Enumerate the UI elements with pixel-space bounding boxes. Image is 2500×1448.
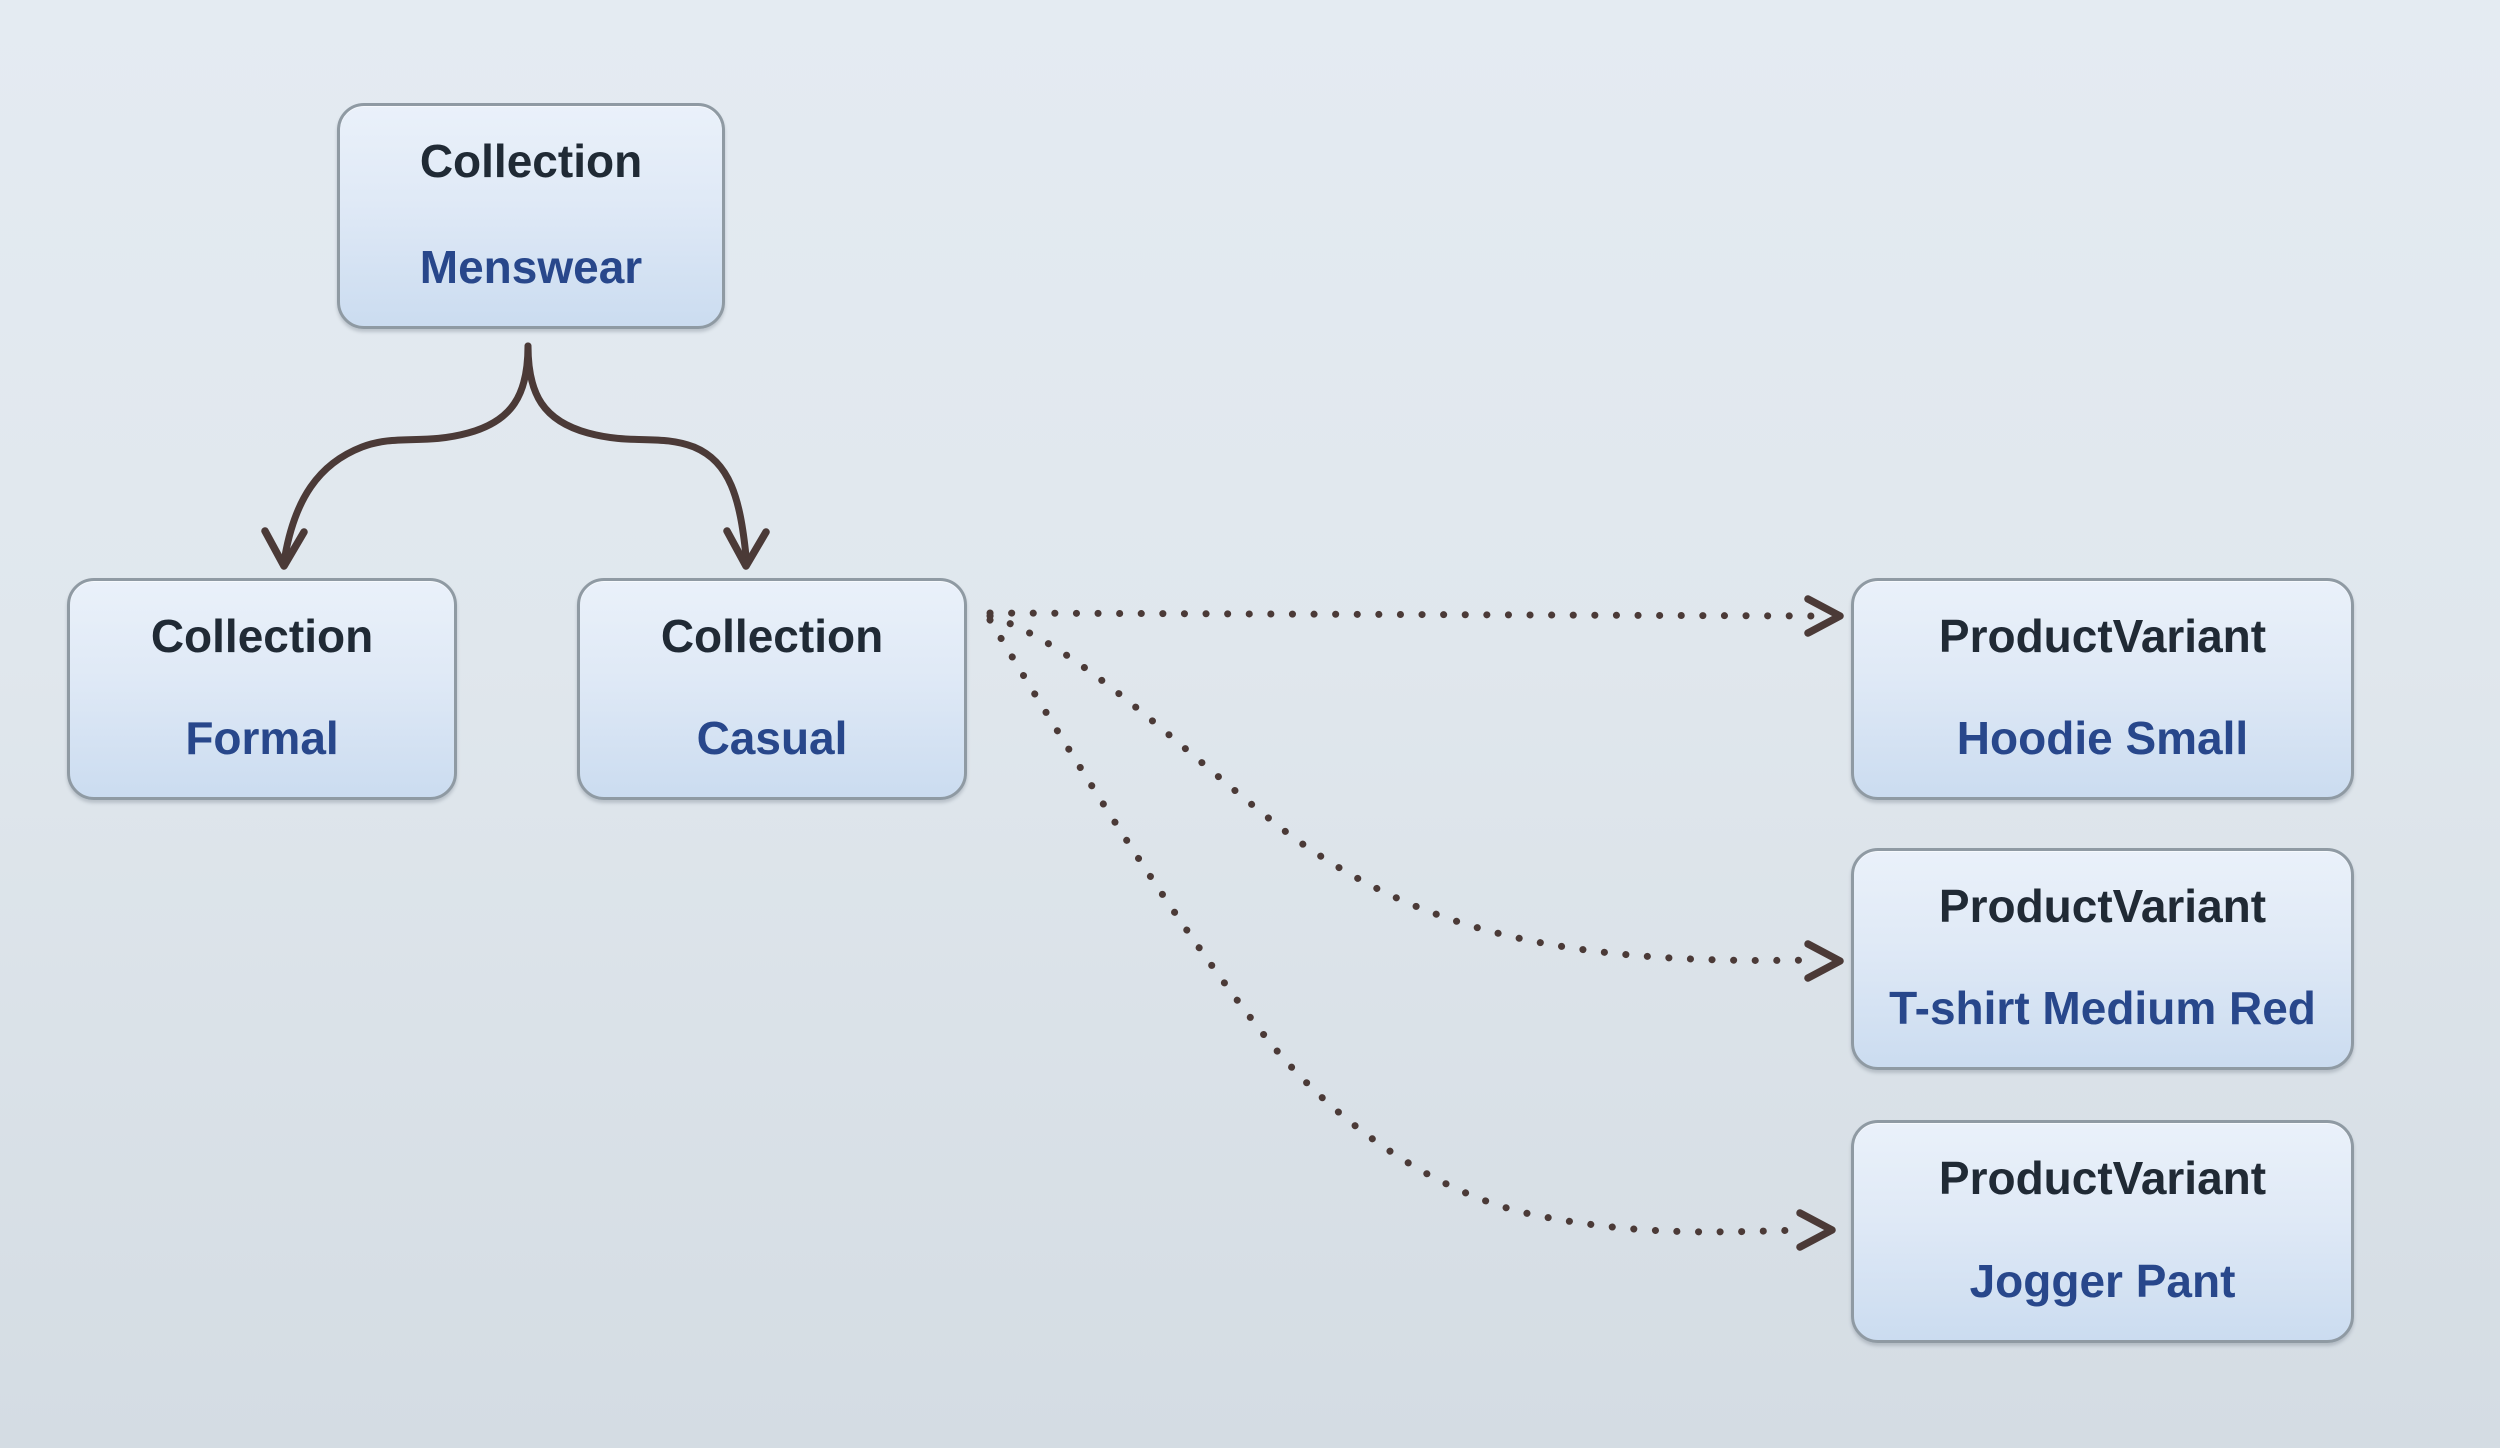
edge-menswear-formal-line bbox=[281, 342, 532, 560]
node-collection-menswear: Collection Menswear bbox=[337, 103, 725, 329]
arrowhead-right-icon bbox=[1804, 595, 1844, 637]
node-type-label: ProductVariant bbox=[1938, 1152, 2267, 1204]
node-name-label: Jogger Pant bbox=[1969, 1255, 2236, 1307]
edge-casual-jogger bbox=[986, 616, 1836, 1251]
edge-casual-tshirt bbox=[986, 612, 1844, 982]
node-collection-formal: Collection Formal bbox=[67, 578, 457, 800]
node-name-label: Casual bbox=[696, 712, 848, 764]
node-type-label: ProductVariant bbox=[1938, 880, 2267, 932]
edge-menswear-casual bbox=[524, 342, 770, 570]
node-type-label: Collection bbox=[419, 135, 643, 187]
arrowhead-down-icon bbox=[261, 527, 308, 570]
edge-casual-hoodie bbox=[986, 595, 1844, 637]
edge-menswear-casual-line bbox=[524, 342, 750, 560]
node-name-label: Formal bbox=[185, 712, 339, 764]
edge-menswear-formal bbox=[261, 342, 532, 570]
node-type-label: Collection bbox=[660, 610, 884, 662]
arrowhead-right-icon bbox=[1804, 940, 1844, 982]
node-name-label: Hoodie Small bbox=[1956, 712, 2249, 764]
edge-casual-hoodie-line bbox=[986, 609, 1816, 620]
node-name-label: T-shirt Medium Red bbox=[1889, 982, 2316, 1034]
node-collection-casual: Collection Casual bbox=[577, 578, 967, 800]
node-productvariant-jogger-pant: ProductVariant Jogger Pant bbox=[1851, 1120, 2354, 1343]
edge-casual-jogger-line bbox=[986, 616, 1808, 1236]
edge-casual-tshirt-line bbox=[986, 612, 1814, 964]
arrowhead-down-icon bbox=[723, 527, 770, 570]
node-type-label: Collection bbox=[150, 610, 374, 662]
node-productvariant-hoodie-small: ProductVariant Hoodie Small bbox=[1851, 578, 2354, 800]
node-type-label: ProductVariant bbox=[1938, 610, 2267, 662]
arrowhead-right-icon bbox=[1796, 1209, 1836, 1251]
node-productvariant-tshirt-medium-red: ProductVariant T-shirt Medium Red bbox=[1851, 848, 2354, 1070]
node-name-label: Menswear bbox=[419, 241, 643, 293]
